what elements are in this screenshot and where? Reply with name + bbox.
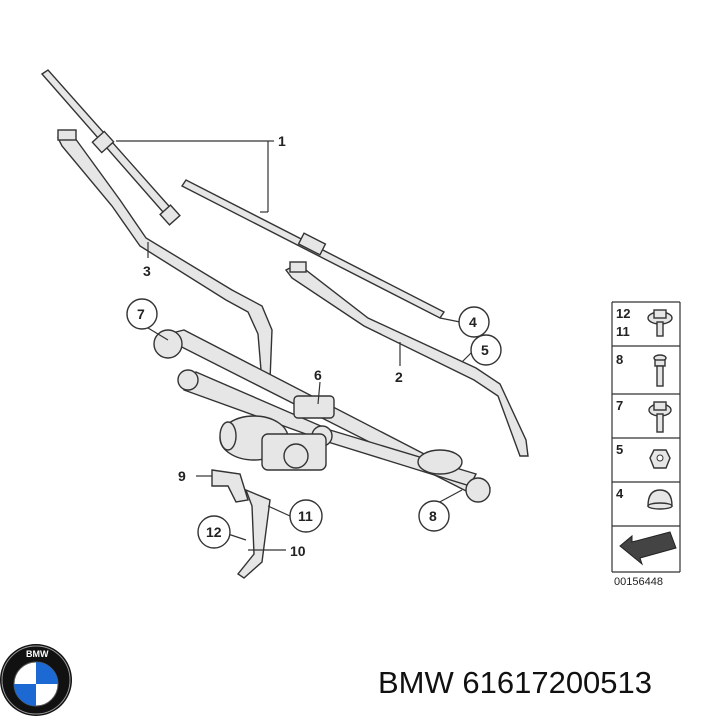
svg-text:11: 11: [616, 324, 630, 339]
legend-row-flange-bolt: 7: [616, 398, 672, 433]
svg-text:1: 1: [278, 133, 286, 149]
callout-12: 12: [197, 515, 231, 549]
callout-4: 4: [458, 306, 490, 338]
bracket-9: [211, 469, 249, 503]
svg-text:7: 7: [616, 398, 623, 413]
callout-1: 1: [278, 133, 286, 149]
legend-row-screw-washer: 12 11: [616, 306, 673, 339]
legend-row-nut: 5: [616, 442, 671, 469]
wiper-blade-left: [40, 69, 181, 226]
callout-2: 2: [395, 369, 403, 385]
leader-lines: [116, 140, 473, 551]
svg-text:2: 2: [395, 369, 403, 385]
callout-5: 5: [470, 334, 502, 366]
wiper-arm-right: [284, 261, 529, 457]
wiper-blade-right: [180, 179, 446, 319]
bracket-10: [236, 488, 271, 579]
svg-text:12: 12: [206, 524, 222, 540]
svg-text:12: 12: [616, 306, 630, 321]
callout-8: 8: [418, 500, 450, 532]
svg-text:10: 10: [290, 543, 306, 559]
bmw-logo: BMW: [0, 644, 72, 716]
callout-7: 7: [126, 298, 158, 330]
callout-6: 6: [314, 367, 322, 383]
legend-row-arrow: [619, 531, 677, 566]
callout-10: 10: [290, 543, 306, 559]
svg-text:3: 3: [143, 263, 151, 279]
svg-text:4: 4: [469, 314, 477, 330]
wiper-linkage: [153, 329, 491, 503]
svg-text:7: 7: [137, 306, 145, 322]
callout-11: 11: [289, 499, 323, 533]
callout-3: 3: [143, 263, 151, 279]
svg-text:BMW: BMW: [26, 649, 49, 659]
callout-9: 9: [178, 468, 186, 484]
svg-text:4: 4: [616, 486, 624, 501]
svg-text:9: 9: [178, 468, 186, 484]
part-number: BMW 61617200513: [378, 665, 652, 700]
wiper-motor: [219, 415, 463, 475]
svg-text:8: 8: [429, 508, 437, 524]
svg-text:8: 8: [616, 352, 623, 367]
legend-row-cap: 4: [616, 486, 673, 510]
hardware-legend: 12 11 8 7 5 4: [611, 301, 681, 588]
diagram-code: 00156448: [614, 576, 663, 588]
svg-text:5: 5: [481, 342, 489, 358]
svg-text:11: 11: [298, 508, 313, 524]
legend-row-screw: 8: [616, 352, 667, 387]
svg-text:5: 5: [616, 442, 623, 457]
svg-text:6: 6: [314, 367, 322, 383]
